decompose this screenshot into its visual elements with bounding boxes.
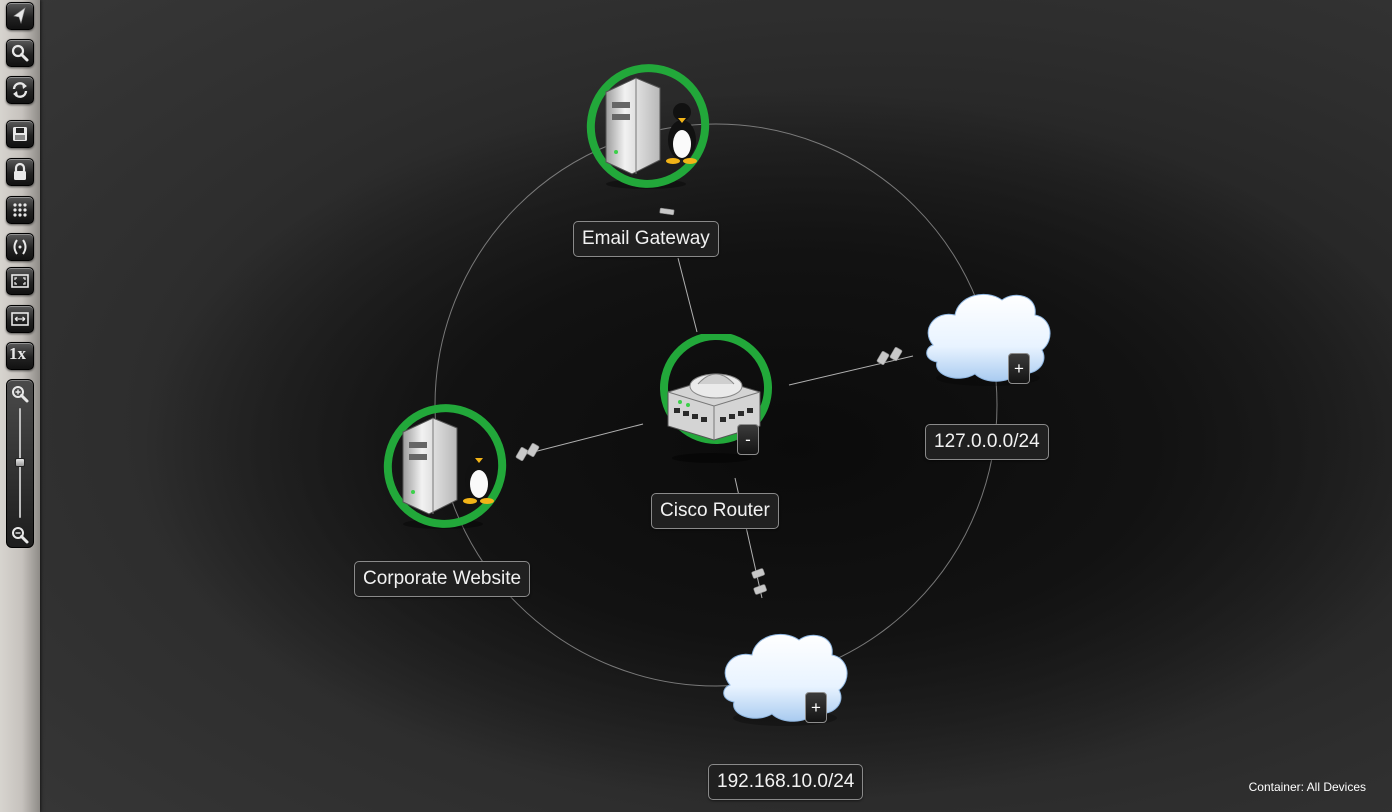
layout-ring	[434, 123, 998, 687]
status-ring-icon	[660, 334, 772, 444]
link-router-email[interactable]	[677, 257, 698, 333]
refresh-button[interactable]	[6, 76, 34, 104]
topology-links	[434, 123, 1051, 726]
topology-canvas[interactable]: Email Gateway Cisco Router Corporate Web…	[40, 0, 1392, 812]
select-tool-button[interactable]	[6, 2, 34, 30]
fit-width-button[interactable]	[6, 305, 34, 333]
status-ring-icon	[586, 64, 710, 188]
link-port-icon	[515, 207, 903, 595]
link-router-net127[interactable]	[788, 355, 914, 386]
zoom-out-icon[interactable]	[10, 525, 30, 545]
lock-icon	[14, 162, 26, 180]
linux-server-icon[interactable]	[584, 64, 710, 190]
lock-button[interactable]	[6, 158, 34, 186]
fit-screen-icon	[11, 274, 29, 288]
floppy-disk-icon	[13, 127, 27, 141]
container-status: Container: All Devices	[1248, 780, 1366, 794]
parentheses-icon	[13, 239, 27, 255]
zoom-in-icon[interactable]	[10, 384, 30, 404]
cloud-icon[interactable]	[926, 293, 1051, 386]
fit-to-screen-button[interactable]	[6, 267, 34, 295]
linux-server-icon[interactable]	[381, 404, 507, 530]
node-label-corporate-website[interactable]: Corporate Website	[354, 561, 531, 597]
arrow-pointer-icon	[13, 7, 26, 25]
grid-dots-icon	[13, 203, 27, 217]
node-label-net-127[interactable]: 127.0.0.0/24	[925, 424, 1049, 460]
magnifier-icon	[11, 44, 29, 62]
node-label-net-192[interactable]: 192.168.10.0/24	[708, 764, 864, 800]
toolbar: 1x	[0, 0, 40, 812]
search-button[interactable]	[6, 39, 34, 67]
zoom-thumb[interactable]	[15, 458, 25, 467]
link-router-website[interactable]	[517, 423, 644, 457]
circle-layout-button[interactable]	[6, 233, 34, 261]
expand-button[interactable]: +	[1008, 353, 1030, 384]
zoom-slider[interactable]	[6, 379, 34, 548]
node-label-email-gateway[interactable]: Email Gateway	[573, 221, 719, 257]
save-button[interactable]	[6, 120, 34, 148]
status-ring-icon	[383, 404, 507, 528]
fit-width-icon	[11, 312, 29, 326]
expand-button[interactable]: +	[805, 692, 827, 723]
collapse-button[interactable]: -	[737, 424, 759, 455]
cloud-icon[interactable]	[723, 633, 848, 726]
grid-layout-button[interactable]	[6, 196, 34, 224]
refresh-icon	[12, 82, 28, 98]
actual-size-button[interactable]: 1x	[6, 342, 34, 370]
node-label-cisco-router[interactable]: Cisco Router	[651, 493, 779, 529]
one-x-icon: 1x	[9, 344, 26, 363]
